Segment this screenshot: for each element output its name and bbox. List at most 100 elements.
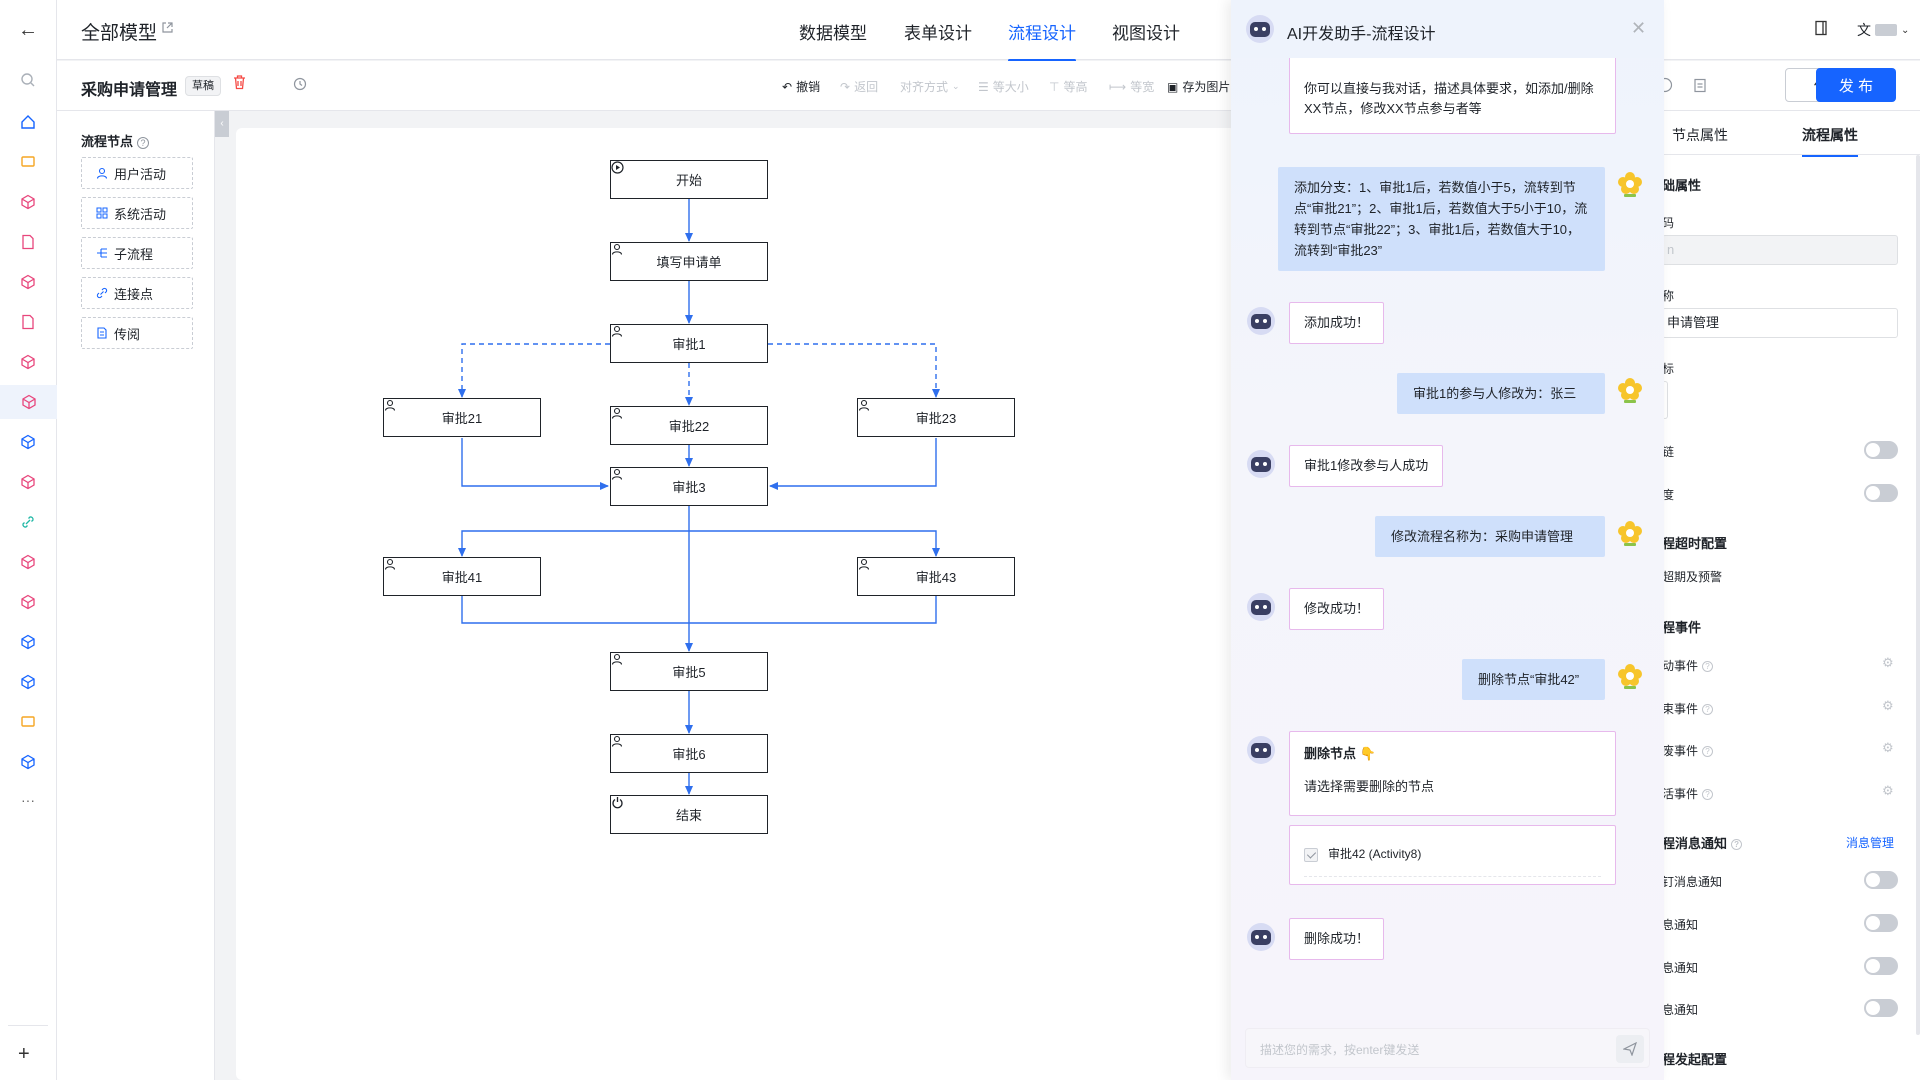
flow-node-approval-6[interactable]: 审批6 <box>610 734 768 773</box>
palette-heading-text: 流程节点 <box>81 134 134 149</box>
flow-node-label: 审批21 <box>441 411 483 426</box>
help-icon[interactable]: ? <box>1731 839 1743 851</box>
icon-picker[interactable] <box>1662 381 1668 419</box>
flow-node-approval-21[interactable]: 审批21 <box>383 398 541 437</box>
flow-node-approval-23[interactable]: 审批23 <box>857 398 1015 437</box>
notify-switch-1[interactable] <box>1864 871 1898 889</box>
cube-icon[interactable] <box>18 552 38 572</box>
same-width-button[interactable]: ⟼等宽 <box>1109 78 1154 95</box>
robot-icon <box>1247 736 1275 764</box>
bot-message-text: 审批1修改参与人成功 <box>1304 458 1429 473</box>
cube-icon[interactable] <box>18 192 38 212</box>
user-icon <box>384 558 396 570</box>
node-palette: 流程节点? 用户活动 系统活动 子流程 连接点 传阅 ‹ <box>57 111 229 1080</box>
notify-switch-3[interactable] <box>1864 957 1898 975</box>
cube-icon[interactable] <box>18 272 38 292</box>
palette-item-system-activity[interactable]: 系统活动 <box>81 197 193 229</box>
close-icon[interactable]: ✕ <box>1631 18 1647 38</box>
gear-icon[interactable]: ⚙ <box>1882 655 1894 670</box>
send-button[interactable] <box>1616 1035 1644 1063</box>
link-icon[interactable] <box>18 512 38 532</box>
gear-icon[interactable]: ⚙ <box>1882 740 1894 755</box>
redo-button[interactable]: ↷返回 <box>840 78 878 95</box>
tab-node-properties[interactable]: 节点属性 <box>1672 127 1728 143</box>
cube-icon[interactable] <box>18 752 38 772</box>
collapse-palette-icon[interactable]: ‹ <box>215 111 229 137</box>
home-icon[interactable] <box>18 112 38 132</box>
message-manage-link[interactable]: 消息管理 <box>1846 836 1895 850</box>
flow-node-approval-43[interactable]: 审批43 <box>857 557 1015 596</box>
cube-icon[interactable] <box>18 472 38 492</box>
palette-item-circulate[interactable]: 传阅 <box>81 317 193 349</box>
help-icon[interactable]: ? <box>1702 661 1714 673</box>
option-checkbox[interactable] <box>1304 847 1318 862</box>
tab-flow-design[interactable]: 流程设计 <box>1008 19 1076 62</box>
history-icon[interactable] <box>293 77 307 96</box>
flow-node-fill-form[interactable]: 填写申请单 <box>610 242 768 281</box>
palette-item-connector[interactable]: 连接点 <box>81 277 193 309</box>
notify-item-2: 息通知 <box>1662 918 1699 932</box>
flow-node-approval-1[interactable]: 审批1 <box>610 324 768 363</box>
toggle-1-switch[interactable] <box>1864 441 1898 459</box>
notify-switch-4[interactable] <box>1864 999 1898 1017</box>
tab-form-design[interactable]: 表单设计 <box>904 24 972 43</box>
add-icon[interactable]: + <box>18 1043 30 1065</box>
gear-icon[interactable]: ⚙ <box>1882 783 1894 798</box>
user-menu[interactable]: 文 ⌄ <box>1857 20 1909 40</box>
timeout-item[interactable]: 超期及预警 <box>1662 570 1723 584</box>
document-icon[interactable] <box>18 312 38 332</box>
flow-node-end[interactable]: 结束 <box>610 795 768 834</box>
gear-icon[interactable]: ⚙ <box>1882 698 1894 713</box>
document-icon[interactable] <box>18 232 38 252</box>
save-image-button[interactable]: ▣存为图片 <box>1167 78 1230 95</box>
code-input[interactable]: n <box>1662 235 1898 265</box>
flow-node-approval-3[interactable]: 审批3 <box>610 467 768 506</box>
publish-button[interactable]: 发 布 <box>1816 68 1896 102</box>
flow-canvas[interactable]: 开始 填写申请单 审批1 审批21 审批22 审批23 审批3 审批41 <box>236 128 1236 1080</box>
name-input[interactable]: 申请管理 <box>1662 308 1898 338</box>
cube-icon[interactable] <box>18 592 38 612</box>
tab-data-model[interactable]: 数据模型 <box>799 24 867 43</box>
cube-icon[interactable] <box>18 672 38 692</box>
notify-switch-2[interactable] <box>1864 914 1898 932</box>
option-row[interactable]: 审批42 (Activity8) <box>1304 844 1601 877</box>
more-icon[interactable]: ··· <box>21 792 35 808</box>
search-icon[interactable] <box>18 70 38 90</box>
avatar <box>1875 24 1897 36</box>
palette-item-subprocess[interactable]: 子流程 <box>81 237 193 269</box>
undo-button[interactable]: ↶撤销 <box>782 78 820 95</box>
external-link-icon[interactable] <box>161 21 174 37</box>
help-icon[interactable]: ? <box>137 137 150 149</box>
delete-icon[interactable] <box>232 74 247 95</box>
help-icon[interactable]: ? <box>1702 704 1714 716</box>
user-message-text: 删除节点“审批42” <box>1478 672 1580 687</box>
bot-message: 删除节点 👇 请选择需要删除的节点 <box>1289 731 1616 816</box>
palette-item-user-activity[interactable]: 用户活动 <box>81 157 193 189</box>
clipboard-icon[interactable] <box>1693 77 1707 98</box>
align-dropdown[interactable]: 对齐方式⌄ <box>900 78 960 95</box>
chat-icon[interactable] <box>18 152 38 172</box>
flow-node-approval-41[interactable]: 审批41 <box>383 557 541 596</box>
same-size-button[interactable]: ☰等大小 <box>978 78 1029 95</box>
flow-node-approval-22[interactable]: 审批22 <box>610 406 768 445</box>
tab-flow-properties[interactable]: 流程属性 <box>1802 127 1858 157</box>
cube-icon[interactable] <box>18 432 38 452</box>
user-message: 添加分支：1、审批1后，若数值小于5，流转到节点“审批21”；2、审批1后，若数… <box>1278 167 1605 271</box>
help-icon[interactable]: ? <box>1702 746 1714 758</box>
same-height-button[interactable]: ⊤等高 <box>1049 78 1087 95</box>
bot-message-text: 你可以直接与我对话，描述具体要求，如添加/删除XX节点，修改XX节点参与者等 <box>1304 81 1594 116</box>
help-icon[interactable]: ? <box>1702 789 1714 801</box>
flow-node-approval-5[interactable]: 审批5 <box>610 652 768 691</box>
flow-node-start[interactable]: 开始 <box>610 160 768 199</box>
cube-icon[interactable] <box>18 632 38 652</box>
chat-icon[interactable] <box>18 712 38 732</box>
cube-icon-active[interactable] <box>0 385 57 419</box>
cube-icon[interactable] <box>18 352 38 372</box>
back-arrow-icon[interactable]: ← <box>18 19 38 41</box>
ai-input-bar[interactable]: 描述您的需求，按enter键发送 <box>1245 1028 1650 1068</box>
palette-item-label: 传阅 <box>114 326 141 342</box>
properties-scrollbar[interactable] <box>1916 155 1920 1035</box>
tab-view-design[interactable]: 视图设计 <box>1112 24 1180 43</box>
toggle-2-switch[interactable] <box>1864 484 1898 502</box>
book-icon[interactable] <box>1814 20 1828 41</box>
